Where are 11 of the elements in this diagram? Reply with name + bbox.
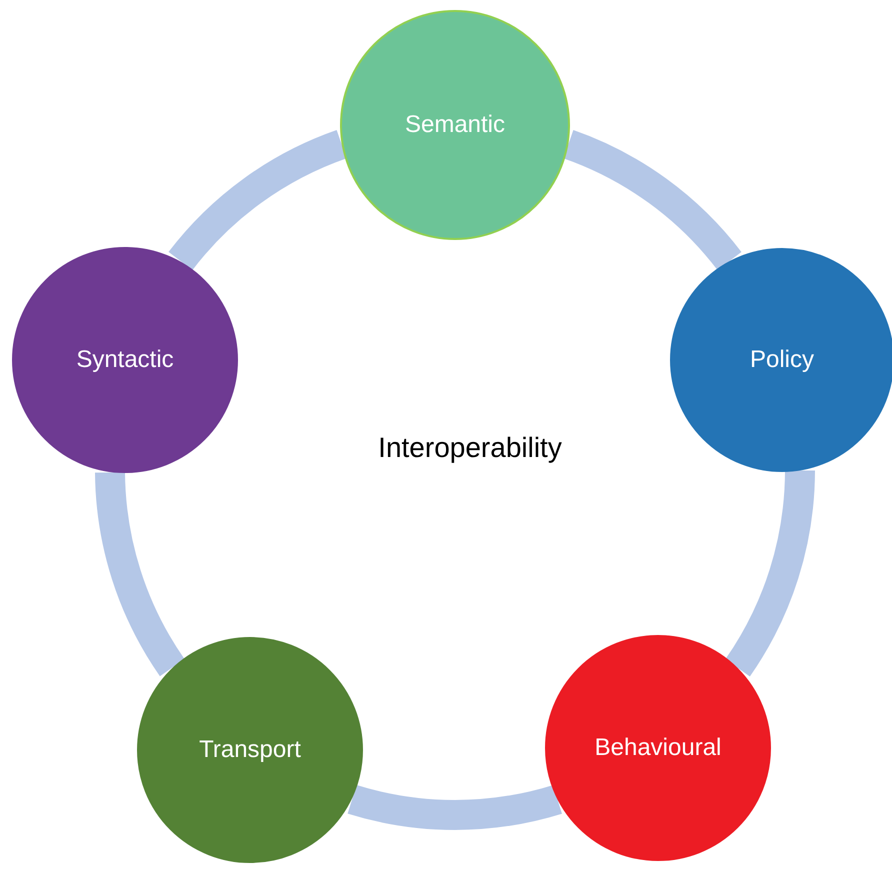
node-label: Behavioural [594, 734, 722, 762]
node-label: Syntactic [76, 346, 174, 374]
node-label: Semantic [404, 111, 506, 139]
ring-segment [724, 470, 815, 676]
node-label: Transport [199, 736, 301, 764]
ring-segment [169, 130, 348, 271]
center-label: Interoperability [378, 432, 562, 464]
ring-segment [562, 130, 741, 271]
ring-segment [348, 784, 562, 830]
node-label: Policy [750, 346, 814, 374]
ring-segment [95, 471, 185, 676]
